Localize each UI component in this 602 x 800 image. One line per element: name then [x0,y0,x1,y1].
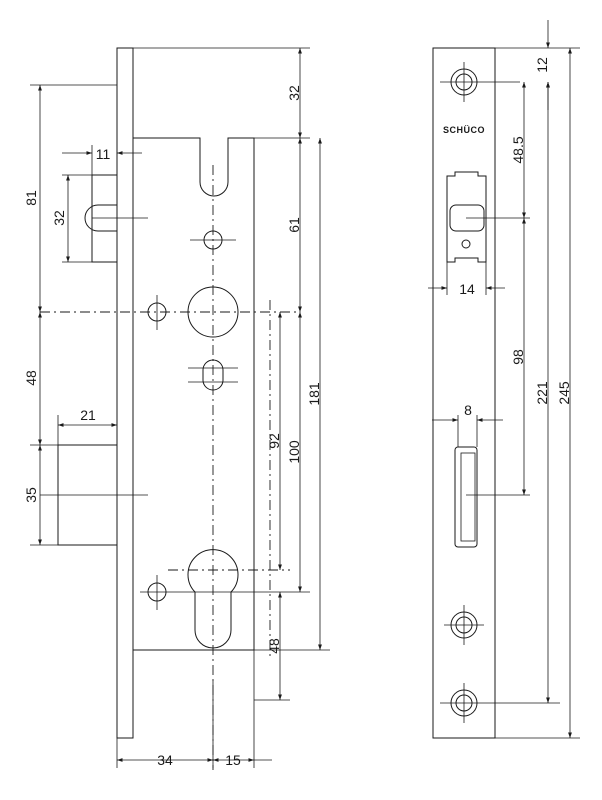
slotted-hole [202,359,224,391]
dim-245: 245 [556,381,572,405]
dim-48-5: 48.5 [510,136,526,163]
dim-14: 14 [459,281,475,297]
latch-bolt [91,174,117,263]
front-view: SCHÜCO 14 8 [428,20,580,739]
dim-21: 21 [80,407,96,423]
dim-8: 8 [464,402,472,418]
cylinder-profile [187,549,239,649]
dim-48-mid: 48 [23,370,39,386]
dim-12: 12 [534,57,550,73]
dim-34: 34 [157,752,173,768]
lock-case-body [133,137,255,651]
dim-61: 61 [286,217,302,233]
faceplate-front [432,47,496,739]
dim-15: 15 [225,752,241,768]
dim-92: 92 [266,433,282,449]
side-view: 32 61 181 100 92 48 81 48 35 [23,47,330,770]
dim-81: 81 [23,190,39,206]
dim-181: 181 [306,382,322,406]
dim-35: 35 [23,487,39,503]
faceplate-side [116,47,134,739]
dim-100: 100 [286,440,302,464]
top-slot [199,138,229,197]
brand-logo: SCHÜCO [443,125,485,135]
dim-48-bottom: 48 [266,638,282,654]
dim-32-top: 32 [286,85,302,101]
dim-221: 221 [534,381,550,405]
dim-11: 11 [96,146,111,162]
dim-32-latch: 32 [51,210,67,226]
latch-opening [446,171,487,263]
dim-98: 98 [510,349,526,365]
deadbolt-front-outer [454,446,478,548]
